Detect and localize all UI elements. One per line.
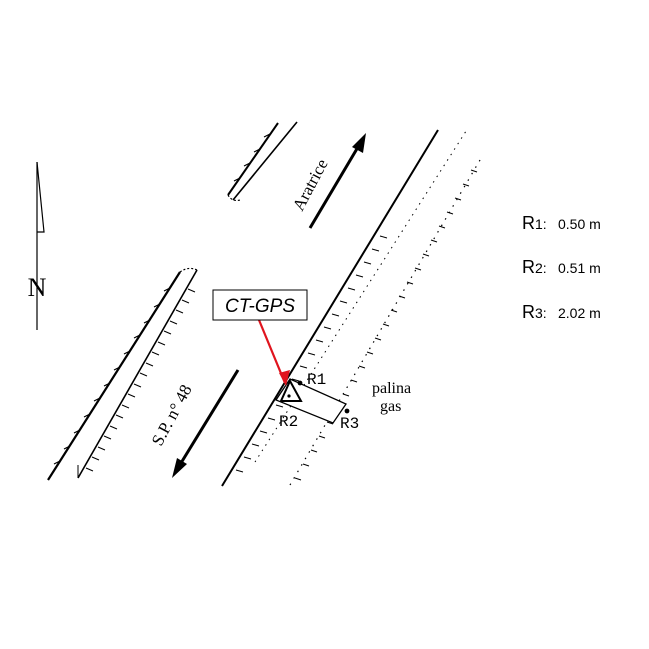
gas-pole-label-line2: gas [380, 398, 401, 415]
r2-label: R2 [279, 413, 298, 431]
r1-label: R1 [307, 371, 326, 389]
left-road-edge [77, 121, 298, 479]
survey-area [275, 378, 347, 424]
gas-pole-label-line1: palina [372, 380, 411, 397]
svg-text:R2:: R2: [522, 257, 547, 277]
svg-text:2.02 m: 2.02 m [558, 305, 601, 321]
r3-label: R3 [340, 415, 359, 433]
svg-text:R3:: R3: [522, 302, 547, 322]
traffic-arrow-left-icon [172, 369, 240, 478]
r1-marker-icon [297, 380, 303, 386]
legend-item-r3: R3: 2.02 m [522, 302, 601, 322]
north-label: N [28, 273, 47, 302]
legend: R1: 0.50 m R2: 0.51 m R3: 2.02 m [522, 213, 601, 322]
svg-text:R1:: R1: [522, 213, 547, 233]
legend-item-r1: R1: 0.50 m [522, 213, 601, 233]
svg-text:0.50 m: 0.50 m [558, 216, 601, 232]
r3-marker-icon [344, 408, 350, 414]
traffic-arrow-right-icon [308, 133, 366, 229]
callout-box [212, 289, 308, 321]
legend-item-r2: R2: 0.51 m [522, 257, 601, 277]
callout-label: CT-GPS [225, 296, 295, 317]
left-embankment [47, 122, 279, 481]
north-arrow-icon [36, 161, 45, 330]
svg-text:0.51 m: 0.51 m [558, 260, 601, 276]
callout-leader-line [257, 319, 287, 384]
callout-arrowhead-icon [279, 370, 290, 386]
